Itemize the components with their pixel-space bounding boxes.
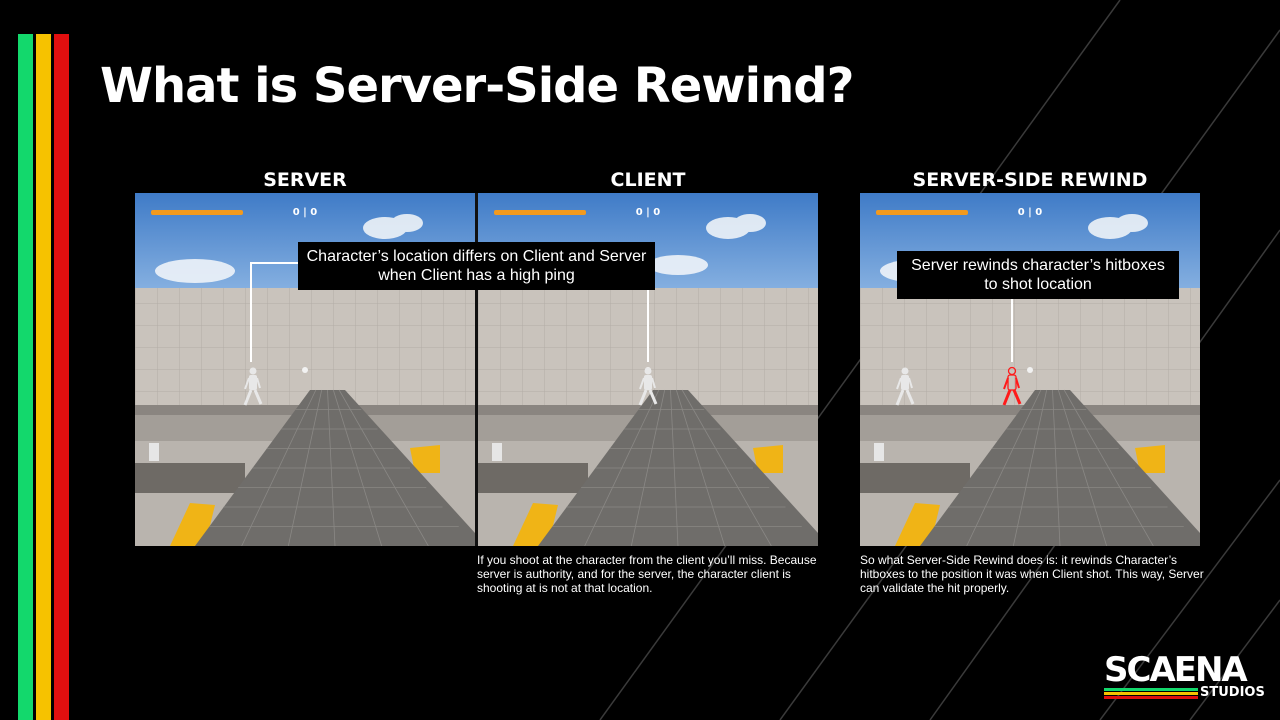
panel-divider [475, 193, 478, 546]
server-screenshot: 0 | 0 [135, 193, 475, 546]
connector-server-v [250, 262, 252, 362]
stripe-red [54, 34, 69, 720]
scaena-logo: SCAENA STUDIOS [1104, 650, 1265, 704]
logo-bar-green [1104, 688, 1198, 691]
hud-score: 0 | 0 [293, 207, 318, 218]
stripe-yellow [36, 34, 51, 720]
logo-studios: STUDIOS [1200, 685, 1265, 700]
logo-bar-yellow [1104, 692, 1198, 695]
connector-client-v [647, 290, 649, 362]
game-scene: 0 | 0 [860, 193, 1200, 546]
logo-wordmark: SCAENA [1104, 650, 1248, 690]
hud-score: 0 | 0 [1018, 207, 1043, 218]
stripe-green [18, 34, 33, 720]
logo-bar-red [1104, 696, 1198, 699]
rewind-screenshot: 0 | 0 [860, 193, 1200, 546]
panel-label-rewind: SERVER-SIDE REWIND [912, 169, 1148, 191]
panel-label-client: CLIENT [610, 169, 686, 191]
connector-rewind-v [1011, 299, 1013, 362]
connector-server-h [250, 262, 300, 264]
callout-rewind: Server rewinds character’s hitboxes to s… [897, 251, 1179, 299]
caption-rewind: So what Server-Side Rewind does is: it r… [860, 553, 1204, 595]
game-scene: 0 | 0 [135, 193, 475, 546]
caption-client: If you shoot at the character from the c… [477, 553, 817, 595]
callout-ping: Character’s location differs on Client a… [298, 242, 655, 290]
panel-label-server: SERVER [263, 169, 347, 191]
hud-score: 0 | 0 [636, 207, 661, 218]
page-title: What is Server-Side Rewind? [100, 58, 854, 114]
